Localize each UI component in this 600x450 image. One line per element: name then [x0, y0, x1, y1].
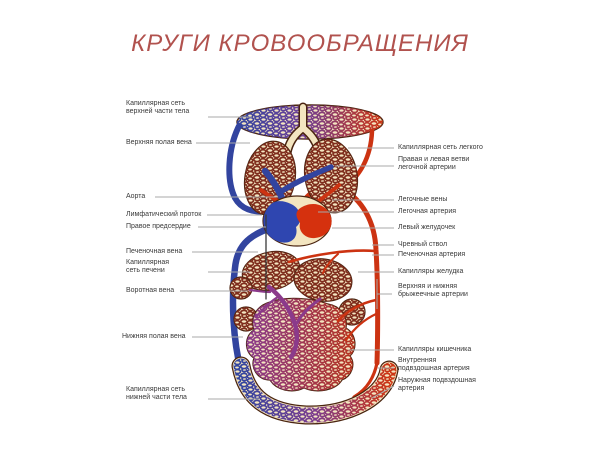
label-superior-vena-cava: Верхняя полая вена — [126, 139, 192, 146]
label-lower-body-capillary-network: Капиллярная сеть нижней части тела — [126, 386, 187, 401]
label-left-ventricle: Левый желудочек — [398, 224, 456, 231]
superior-vena-cava-vessel — [226, 123, 270, 215]
label-pulmonary-veins: Легочные вены — [398, 196, 448, 203]
label-hepatic-vein: Печеночная вена — [126, 248, 183, 255]
inferior-vena-cava-vessel — [229, 225, 272, 375]
superior-mesenteric-vessel — [336, 298, 378, 323]
label-lymphatic-duct: Лимфатический проток — [126, 211, 202, 218]
portal-vein-vessel — [266, 284, 300, 360]
label-celiac-trunk: Чревный ствол — [398, 241, 448, 248]
visceral-vessels — [248, 214, 378, 360]
celiac-trunk-vessel — [287, 249, 377, 264]
label-portal-vein: Воротная вена — [126, 287, 175, 294]
label-stomach-capillaries: Капилляры желудка — [398, 268, 464, 275]
label-intestine-capillaries: Капилляры кишечника — [398, 346, 472, 353]
label-right-atrium: Правое предсердие — [126, 223, 191, 230]
label-mesenteric-arteries: Верхняя и нижняя брыжеечные артерии — [398, 283, 468, 298]
label-pulmonary-artery: Легочная артерия — [398, 208, 457, 215]
page-title: КРУГИ КРОВООБРАЩЕНИЯ — [131, 30, 469, 57]
label-lung-capillary-network: Капиллярная сеть легкого — [398, 144, 483, 151]
label-upper-body-capillary-network: Капиллярная сеть верхней части тела — [126, 100, 190, 115]
label-internal-iliac-artery: Внутренняя подвздошная артерия — [398, 357, 470, 372]
label-hepatic-artery: Печеночная артерия — [398, 251, 466, 258]
inferior-mesenteric-vessel — [344, 312, 378, 342]
heart-illustration — [262, 195, 332, 247]
label-pulmonary-artery-branches: Правая и левая ветви легочной артерии — [398, 156, 470, 171]
label-liver-capillary-network: Капиллярная сеть печени — [126, 259, 170, 274]
leader-lines — [155, 116, 395, 400]
label-inferior-vena-cava: Нижняя полая вена — [122, 333, 186, 340]
label-aorta: Аорта — [126, 193, 146, 200]
label-external-iliac-artery: Наружная подвздошная артерия — [398, 377, 476, 392]
mesenteric-bracket — [376, 279, 392, 309]
gastric-artery-vessel — [322, 253, 339, 274]
